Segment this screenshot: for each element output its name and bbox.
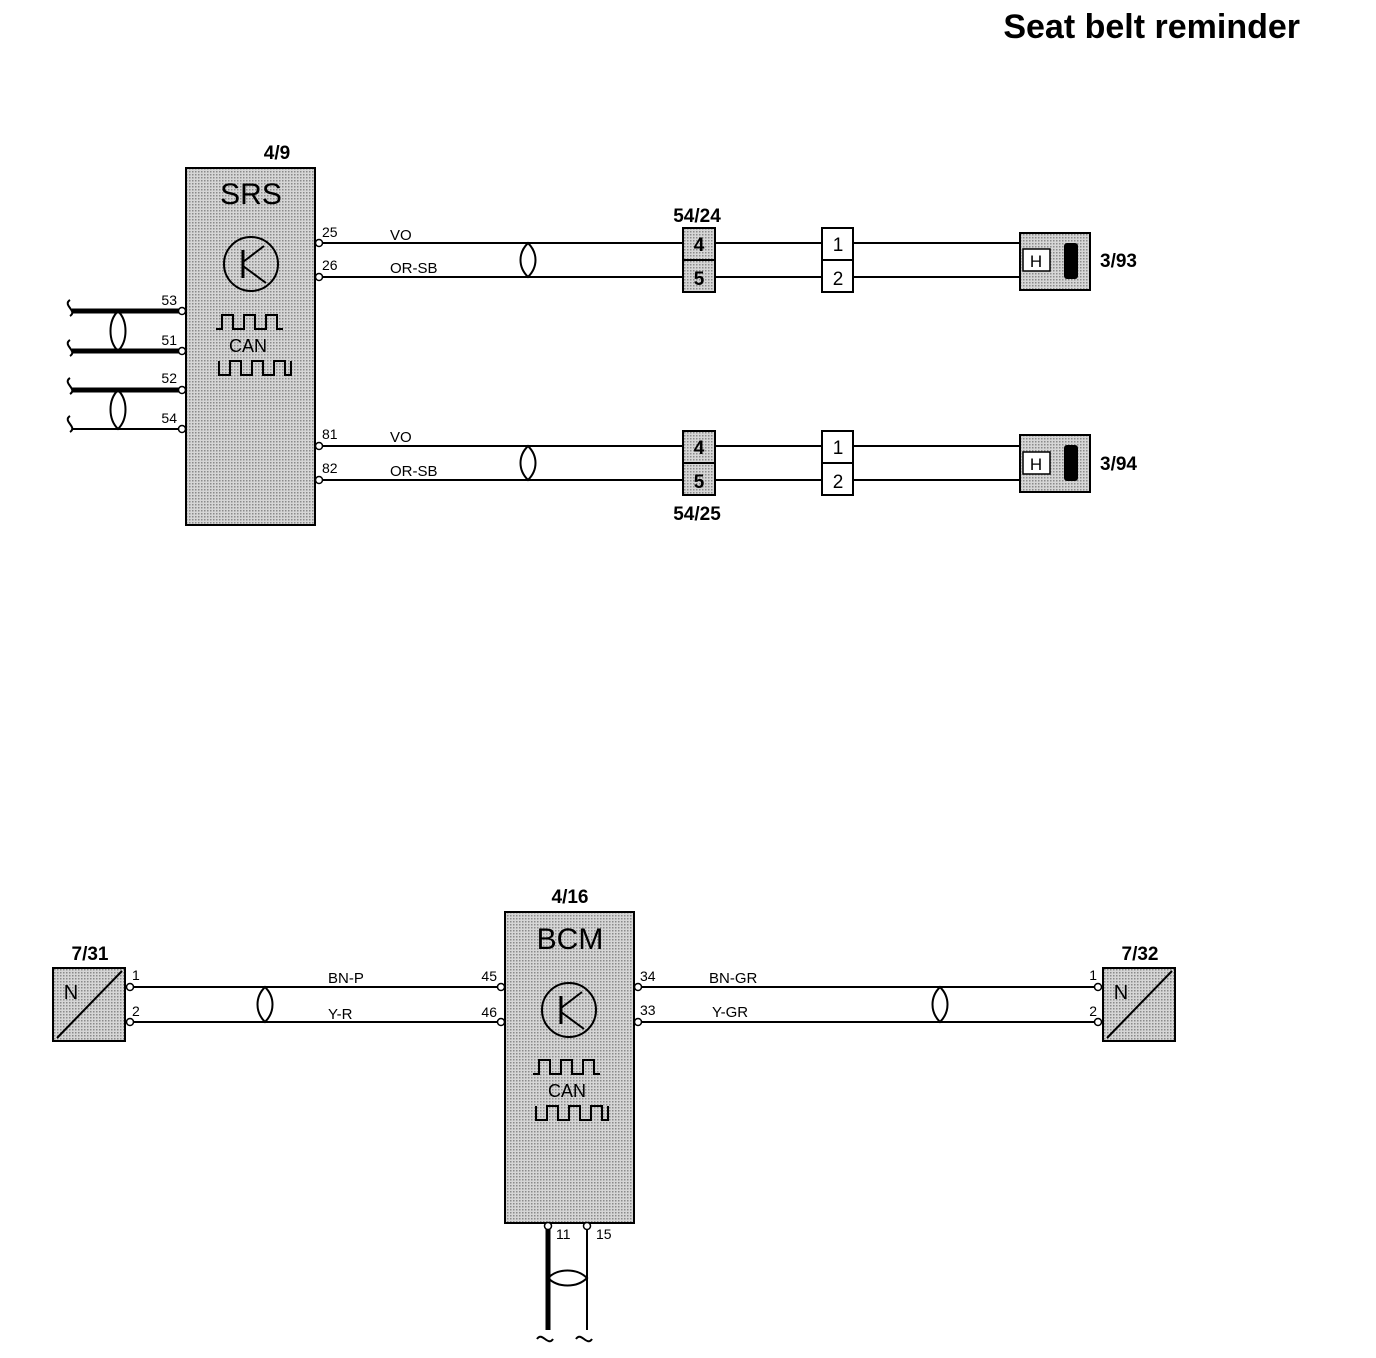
srs-can-label: CAN (229, 336, 267, 356)
bcm-pin-33: 33 (640, 1002, 656, 1018)
buckle-bottom-label: H (1030, 455, 1042, 474)
connector-bottom-pin-5: 5 (694, 472, 705, 493)
srs-pin-82: 82 (322, 460, 338, 476)
sensor-right-ref: 7/32 (1122, 944, 1159, 965)
bcm-wires-left (125, 982, 506, 1027)
srs-pin-52: 52 (161, 370, 177, 386)
transistor-icon (541, 982, 597, 1038)
srs-can-wires (66, 299, 187, 434)
can-low-signal-icon (535, 1105, 609, 1121)
hall-sensor-icon (1064, 445, 1078, 481)
srs-wires-top (314, 238, 683, 282)
seat-sensor-7-31 (52, 967, 126, 1042)
wire-color-or-sb-top: OR-SB (390, 260, 438, 277)
srs-pin-51: 51 (161, 332, 177, 348)
srs-label: SRS (220, 178, 282, 211)
sensor-right-pin-2: 2 (1089, 1003, 1097, 1019)
sensor-right-label: N (1114, 982, 1128, 1004)
sensor-left-ref: 7/31 (72, 944, 109, 965)
connector-top-ref: 54/24 (673, 206, 721, 227)
connector-bottom-ref: 54/25 (673, 504, 721, 525)
connector-top-pin-4: 4 (694, 235, 705, 256)
srs-pin-53: 53 (161, 292, 177, 308)
srs-wires-bottom (314, 441, 683, 485)
connector-top-pin-5: 5 (694, 269, 705, 290)
srs-pin-25: 25 (322, 224, 338, 240)
buckle-bottom-ref: 3/94 (1100, 454, 1137, 475)
transistor-icon (223, 236, 279, 292)
seat-sensor-7-32 (1102, 967, 1176, 1042)
bcm-wires-right (633, 982, 1103, 1027)
wire-color-or-sb-bottom: OR-SB (390, 463, 438, 480)
sensor-left-pin-1: 1 (132, 967, 140, 983)
bcm-can-label: CAN (548, 1081, 586, 1101)
srs-module: 4/9 SRS CAN (185, 143, 316, 526)
bcm-label: BCM (537, 923, 604, 956)
hall-sensor-icon (1064, 243, 1078, 279)
wire-color-vo-top: VO (390, 227, 412, 244)
wire-color-y-r: Y-R (328, 1006, 353, 1023)
can-low-signal-icon (218, 360, 292, 376)
wire-color-bn-p: BN-P (328, 970, 364, 987)
srs-pin-54: 54 (161, 410, 177, 426)
can-high-signal-icon (533, 1059, 600, 1075)
bcm-ref: 4/16 (552, 887, 589, 908)
wires-to-buckle-bottom (715, 430, 1049, 496)
wire-color-bn-gr: BN-GR (709, 970, 758, 987)
buckle-top-label: H (1030, 252, 1042, 271)
connector-54-25 (682, 430, 716, 496)
bcm-pin-45: 45 (481, 968, 497, 984)
srs-pin-26: 26 (322, 257, 338, 273)
bcm-pin-34: 34 (640, 968, 656, 984)
srs-pin-81: 81 (322, 426, 338, 442)
plug-bottom-pin-1: 1 (833, 438, 844, 459)
sensor-left-label: N (64, 982, 78, 1004)
buckle-switch-3-93 (1019, 232, 1091, 291)
bcm-pin-11: 11 (556, 1226, 571, 1242)
connector-bottom-pin-4: 4 (694, 438, 705, 459)
connector-54-24 (682, 227, 716, 293)
srs-module-box (185, 167, 316, 526)
bcm-pin-46: 46 (481, 1004, 497, 1020)
plug-bottom-pin-2: 2 (833, 472, 844, 493)
bcm-pin-15: 15 (596, 1226, 612, 1242)
page-title: Seat belt reminder (1003, 8, 1300, 46)
can-high-signal-icon (216, 314, 283, 330)
srs-ref: 4/9 (264, 143, 290, 164)
sensor-right-pin-1: 1 (1089, 967, 1097, 983)
wire-color-vo-bottom: VO (390, 429, 412, 446)
sensor-left-pin-2: 2 (132, 1003, 140, 1019)
buckle-top-ref: 3/93 (1100, 251, 1137, 272)
bcm-module: 4/16 BCM CAN (504, 887, 635, 1224)
buckle-switch-3-94 (1019, 434, 1091, 493)
wire-color-y-gr: Y-GR (712, 1004, 748, 1021)
plug-top-pin-2: 2 (833, 269, 844, 290)
bcm-wires-bottom (536, 1221, 593, 1343)
plug-top-pin-1: 1 (833, 235, 844, 256)
wires-to-buckle-top (715, 227, 1049, 293)
bcm-module-box (504, 911, 635, 1224)
